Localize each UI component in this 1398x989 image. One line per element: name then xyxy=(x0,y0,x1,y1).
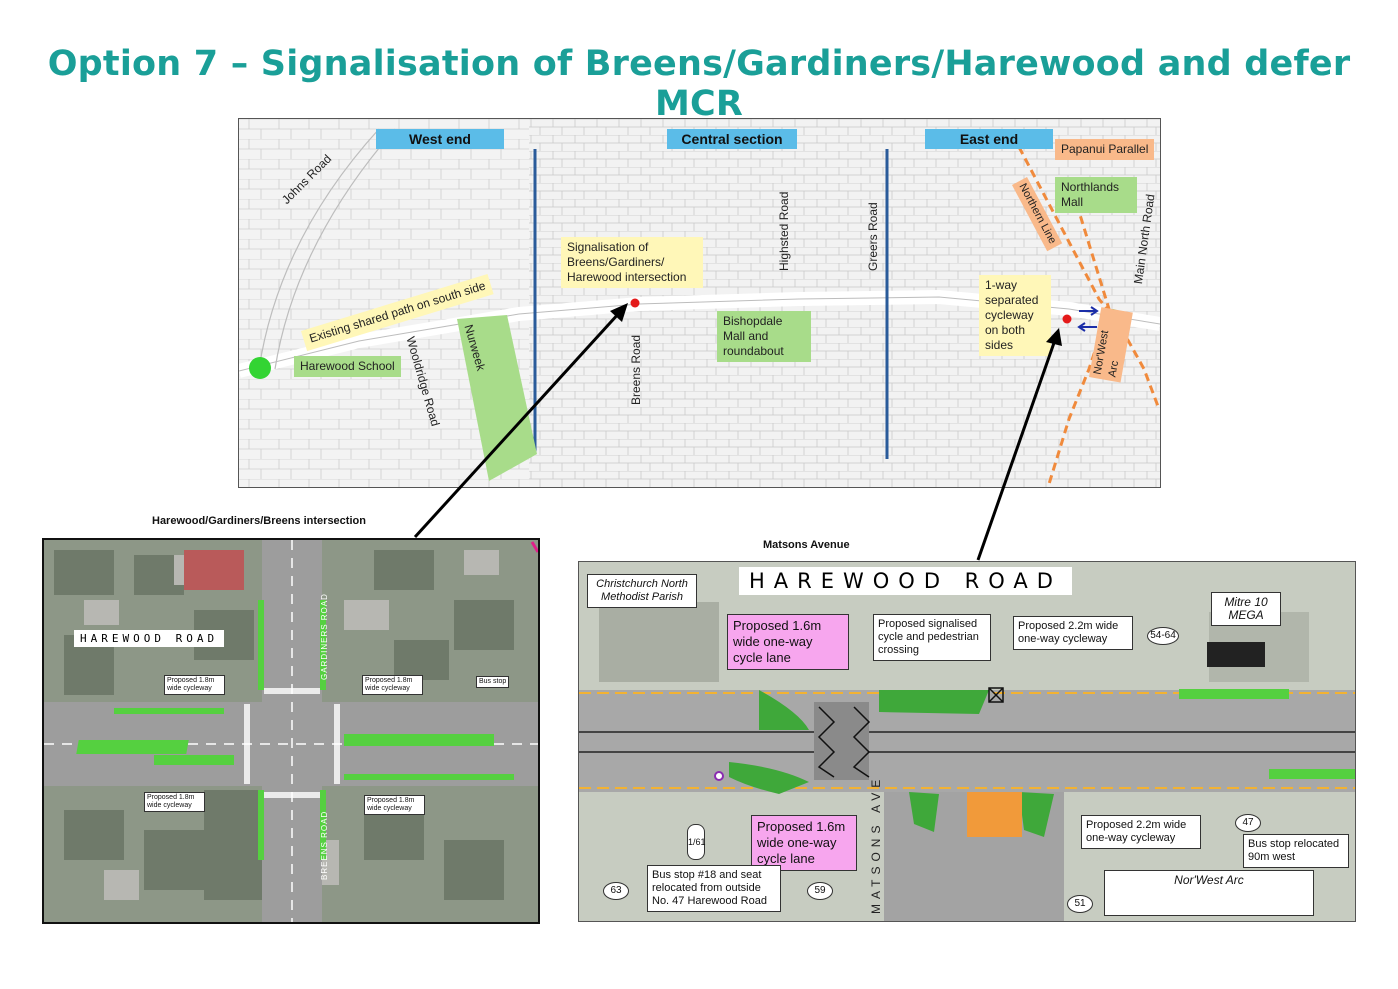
street-number: 51 xyxy=(1067,895,1093,913)
intersection-caption: Harewood/Gardiners/Breens intersection xyxy=(152,515,366,527)
cycle-lane-note-south: Proposed 1.6m wide one-way cycle lane xyxy=(751,815,857,871)
intersection-aerial xyxy=(44,540,538,922)
papanui-parallel-label: Papanui Parallel xyxy=(1055,139,1155,160)
section-label-west: West end xyxy=(376,129,504,149)
cycleway-note-north: Proposed 2.2m wide one-way cycleway xyxy=(1013,616,1133,650)
intersection-note: Bus stop xyxy=(476,676,510,688)
school-label: Harewood School xyxy=(294,356,401,377)
road-label-breens: Breens Road xyxy=(629,334,643,405)
intersection-note: Proposed 1.8m wide cycleway xyxy=(362,675,423,695)
matsons-caption: Matsons Avenue xyxy=(763,539,850,551)
street-number: 54-64 xyxy=(1147,627,1179,645)
matsons-plan: HAREWOOD ROAD Christchurch North Methodi… xyxy=(578,561,1356,922)
cycleway-note: 1-way separated cycleway on both sides xyxy=(979,275,1051,356)
signalisation-note: Signalisation of Breens/Gardiners/ Harew… xyxy=(561,237,703,288)
signalised-crossing-note: Proposed signalised cycle and pedestrian… xyxy=(873,614,991,661)
gardiners-road-label: GARDINERS ROAD xyxy=(320,593,329,680)
intersection-note: Proposed 1.8m wide cycleway xyxy=(144,792,205,812)
cycle-lane-note-north: Proposed 1.6m wide one-way cycle lane xyxy=(727,614,849,670)
street-number: 1/61 xyxy=(687,824,706,860)
matsons-ave-label: MATSONS AVE xyxy=(869,774,883,914)
street-number: 47 xyxy=(1235,814,1261,832)
signal-location-marker xyxy=(630,298,640,308)
cycleway-location-marker xyxy=(1062,314,1072,324)
overview-map: West end Central section East end Johns … xyxy=(238,118,1161,488)
intersection-note: Proposed 1.8m wide cycleway xyxy=(164,675,225,695)
bus-stop-relocated-note: Bus stop relocated 90m west xyxy=(1243,834,1349,868)
page-title: Option 7 – Signalisation of Breens/Gardi… xyxy=(47,44,1351,124)
matsons-aerial xyxy=(579,562,1355,921)
intersection-plan: HAREWOOD ROAD GARDINERS ROAD BREENS ROAD… xyxy=(42,538,540,924)
bus-stop-18-note: Bus stop #18 and seat relocated from out… xyxy=(647,865,781,912)
road-label-greers: Greers Road xyxy=(866,202,880,271)
street-number: 59 xyxy=(807,882,833,900)
west-end-marker xyxy=(249,357,271,379)
intersection-note: Proposed 1.8m wide cycleway xyxy=(364,795,425,815)
norwest-arc-label: Nor'West Arc xyxy=(1104,870,1314,916)
breens-road-label: BREENS ROAD xyxy=(320,810,329,880)
road-label-highsted: Highsted Road xyxy=(777,191,791,271)
bishopdale-mall-label: Bishopdale Mall and roundabout xyxy=(717,311,811,362)
church-label: Christchurch North Methodist Parish xyxy=(587,574,697,608)
street-number: 63 xyxy=(603,882,629,900)
northern-line-route xyxy=(1047,178,1111,485)
mitre10-label: Mitre 10 MEGA xyxy=(1211,592,1281,626)
matsons-road-label: HAREWOOD ROAD xyxy=(739,567,1072,595)
cycleway-note-south: Proposed 2.2m wide one-way cycleway xyxy=(1081,815,1201,849)
section-label-central: Central section xyxy=(667,129,797,149)
northlands-mall-label: Northlands Mall xyxy=(1055,177,1137,213)
section-label-east: East end xyxy=(925,129,1053,149)
intersection-road-label: HAREWOOD ROAD xyxy=(74,630,225,647)
